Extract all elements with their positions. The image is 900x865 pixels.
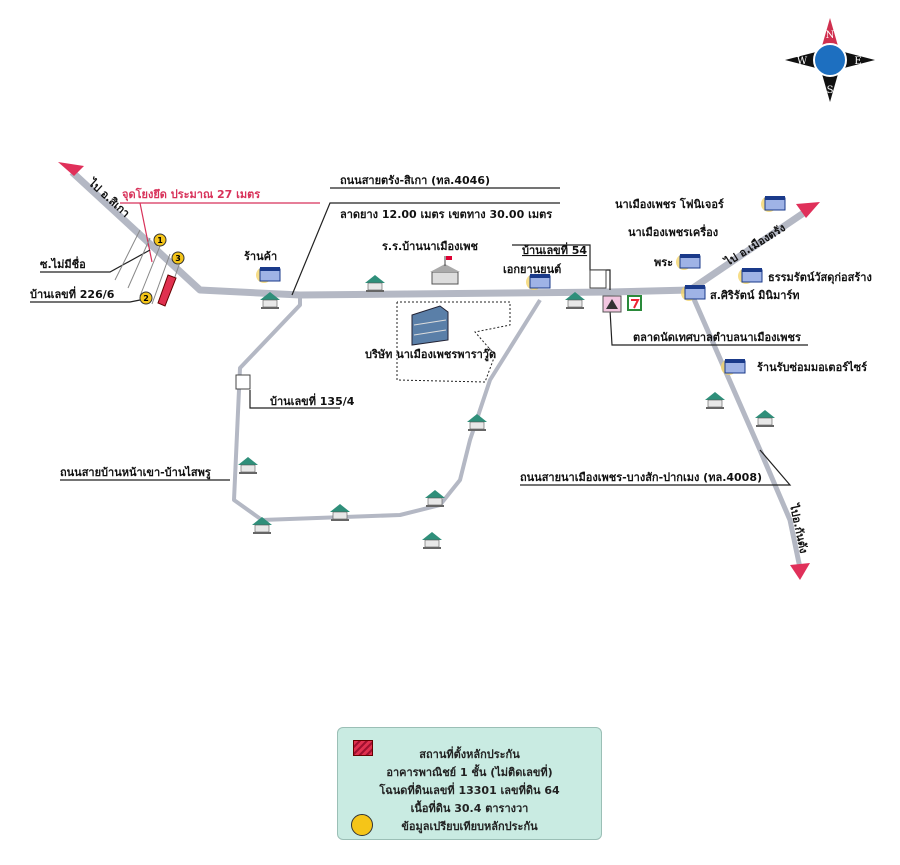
- comparable-marker-2-number: 2: [143, 294, 149, 303]
- label-road-spec: ลาดยาง 12.00 เมตร เขตทาง 30.00 เมตร: [340, 208, 552, 221]
- house-icon: [329, 503, 351, 522]
- legend-line-3: โฉนดที่ดินเลขที่ 13301 เลขที่ดิน 64: [379, 784, 560, 797]
- market-icon: [602, 295, 622, 313]
- label-kruang-2: พระ: [654, 256, 673, 269]
- label-house-54: บ้านเลขที่ 54: [522, 242, 587, 257]
- compass-w: W: [797, 56, 808, 67]
- house-icon: [364, 274, 386, 293]
- collateral-swatch-icon: [353, 740, 373, 756]
- label-company: บริษัท นาเมืองเพชรพาราวู๊ด: [365, 348, 496, 362]
- label-furniture: นาเมืองเพชร โฟนิเจอร์: [615, 197, 724, 211]
- legend-line-5: ข้อมูลเปรียบเทียบหลักประกัน: [401, 820, 538, 833]
- house-icon: [754, 409, 776, 428]
- collateral-plot: [157, 274, 177, 307]
- house-icon: [237, 456, 259, 475]
- company-boundary: [396, 301, 511, 383]
- shop-icon: [720, 358, 746, 376]
- comparable-marker-3: 3: [171, 251, 185, 265]
- label-soi: ซ.ไม่มีชื่อ: [40, 256, 86, 271]
- label-road-4008: ถนนสายนาเมืองเพชร-บางสัก-ปากเมง (ทล.4008…: [520, 471, 762, 484]
- shop-icon: [737, 267, 763, 285]
- legend-line-4: เนื้อที่ดิน 30.4 ตารางวา: [410, 802, 529, 815]
- company-building-icon: [411, 305, 449, 346]
- house-icon: [466, 413, 488, 432]
- house-icon: [704, 391, 726, 410]
- label-to-trang: ไป อ.เมืองตรัง: [720, 220, 787, 269]
- shop-icon: [680, 284, 706, 302]
- label-thammarat: ธรรมรัตน์วัสดุก่อสร้าง: [768, 271, 872, 285]
- label-moto: ร้านรับซ่อมมอเตอร์ไซร์: [757, 360, 867, 374]
- comparable-marker-1-number: 1: [157, 236, 163, 245]
- comparable-marker-1: 1: [153, 233, 167, 247]
- label-reference-point: จุดโยงยึด ประมาณ 27 เมตร: [122, 187, 260, 202]
- comparable-marker-3-number: 3: [175, 254, 181, 263]
- shop-icon: [675, 253, 701, 271]
- legend: สถานที่ตั้งหลักประกัน อาคารพาณิชย์ 1 ชั้…: [337, 727, 602, 840]
- arrow-to-trang-icon: [796, 202, 820, 218]
- house-icon: [421, 531, 443, 550]
- compass-e: E: [854, 56, 861, 67]
- house-icon: [424, 489, 446, 508]
- shop-icon: [525, 273, 551, 291]
- label-shop: ร้านค้า: [244, 250, 277, 263]
- label-market: ตลาดนัดเทศบาลตำบลนาเมืองเพชร: [633, 331, 801, 344]
- label-road-na-khao: ถนนสายบ้านหน้าเขา-บ้านไสพรู: [60, 465, 211, 480]
- label-house-135: บ้านเลขที่ 135/4: [270, 393, 355, 408]
- compass-rose-icon: N S W E: [785, 18, 875, 102]
- seven-eleven-icon: [627, 295, 642, 311]
- label-house-226: บ้านเลขที่ 226/6: [30, 286, 115, 301]
- leader-lines: [30, 187, 808, 486]
- label-road-4046: ถนนสายตรัง-สิเกา (ทล.4046): [340, 174, 490, 187]
- legend-line-2: อาคารพาณิชย์ 1 ชั้น (ไม่ติดเลขที่): [386, 766, 553, 779]
- compass-n: N: [826, 30, 835, 41]
- label-siriwat: ส.ศิริรัตน์ มินิมาร์ท: [710, 289, 800, 302]
- compass-s: S: [827, 85, 834, 96]
- legend-line-1: สถานที่ตั้งหลักประกัน: [419, 748, 520, 761]
- school-icon: [430, 256, 460, 285]
- arrow-to-kantang-icon: [790, 563, 810, 580]
- shop-icon: [760, 195, 786, 213]
- road-main: [69, 169, 810, 299]
- label-ekkayan: เอกยานยนต์: [503, 263, 561, 276]
- label-school: ร.ร.บ้านนาเมืองเพช: [382, 240, 479, 253]
- shop-icon: [255, 266, 281, 284]
- arrow-to-sikao-icon: [58, 162, 84, 176]
- comparable-marker-2: 2: [139, 291, 153, 305]
- comparable-swatch-icon: [351, 814, 373, 836]
- label-kruang: นาเมืองเพชรเครื่อง: [628, 224, 718, 239]
